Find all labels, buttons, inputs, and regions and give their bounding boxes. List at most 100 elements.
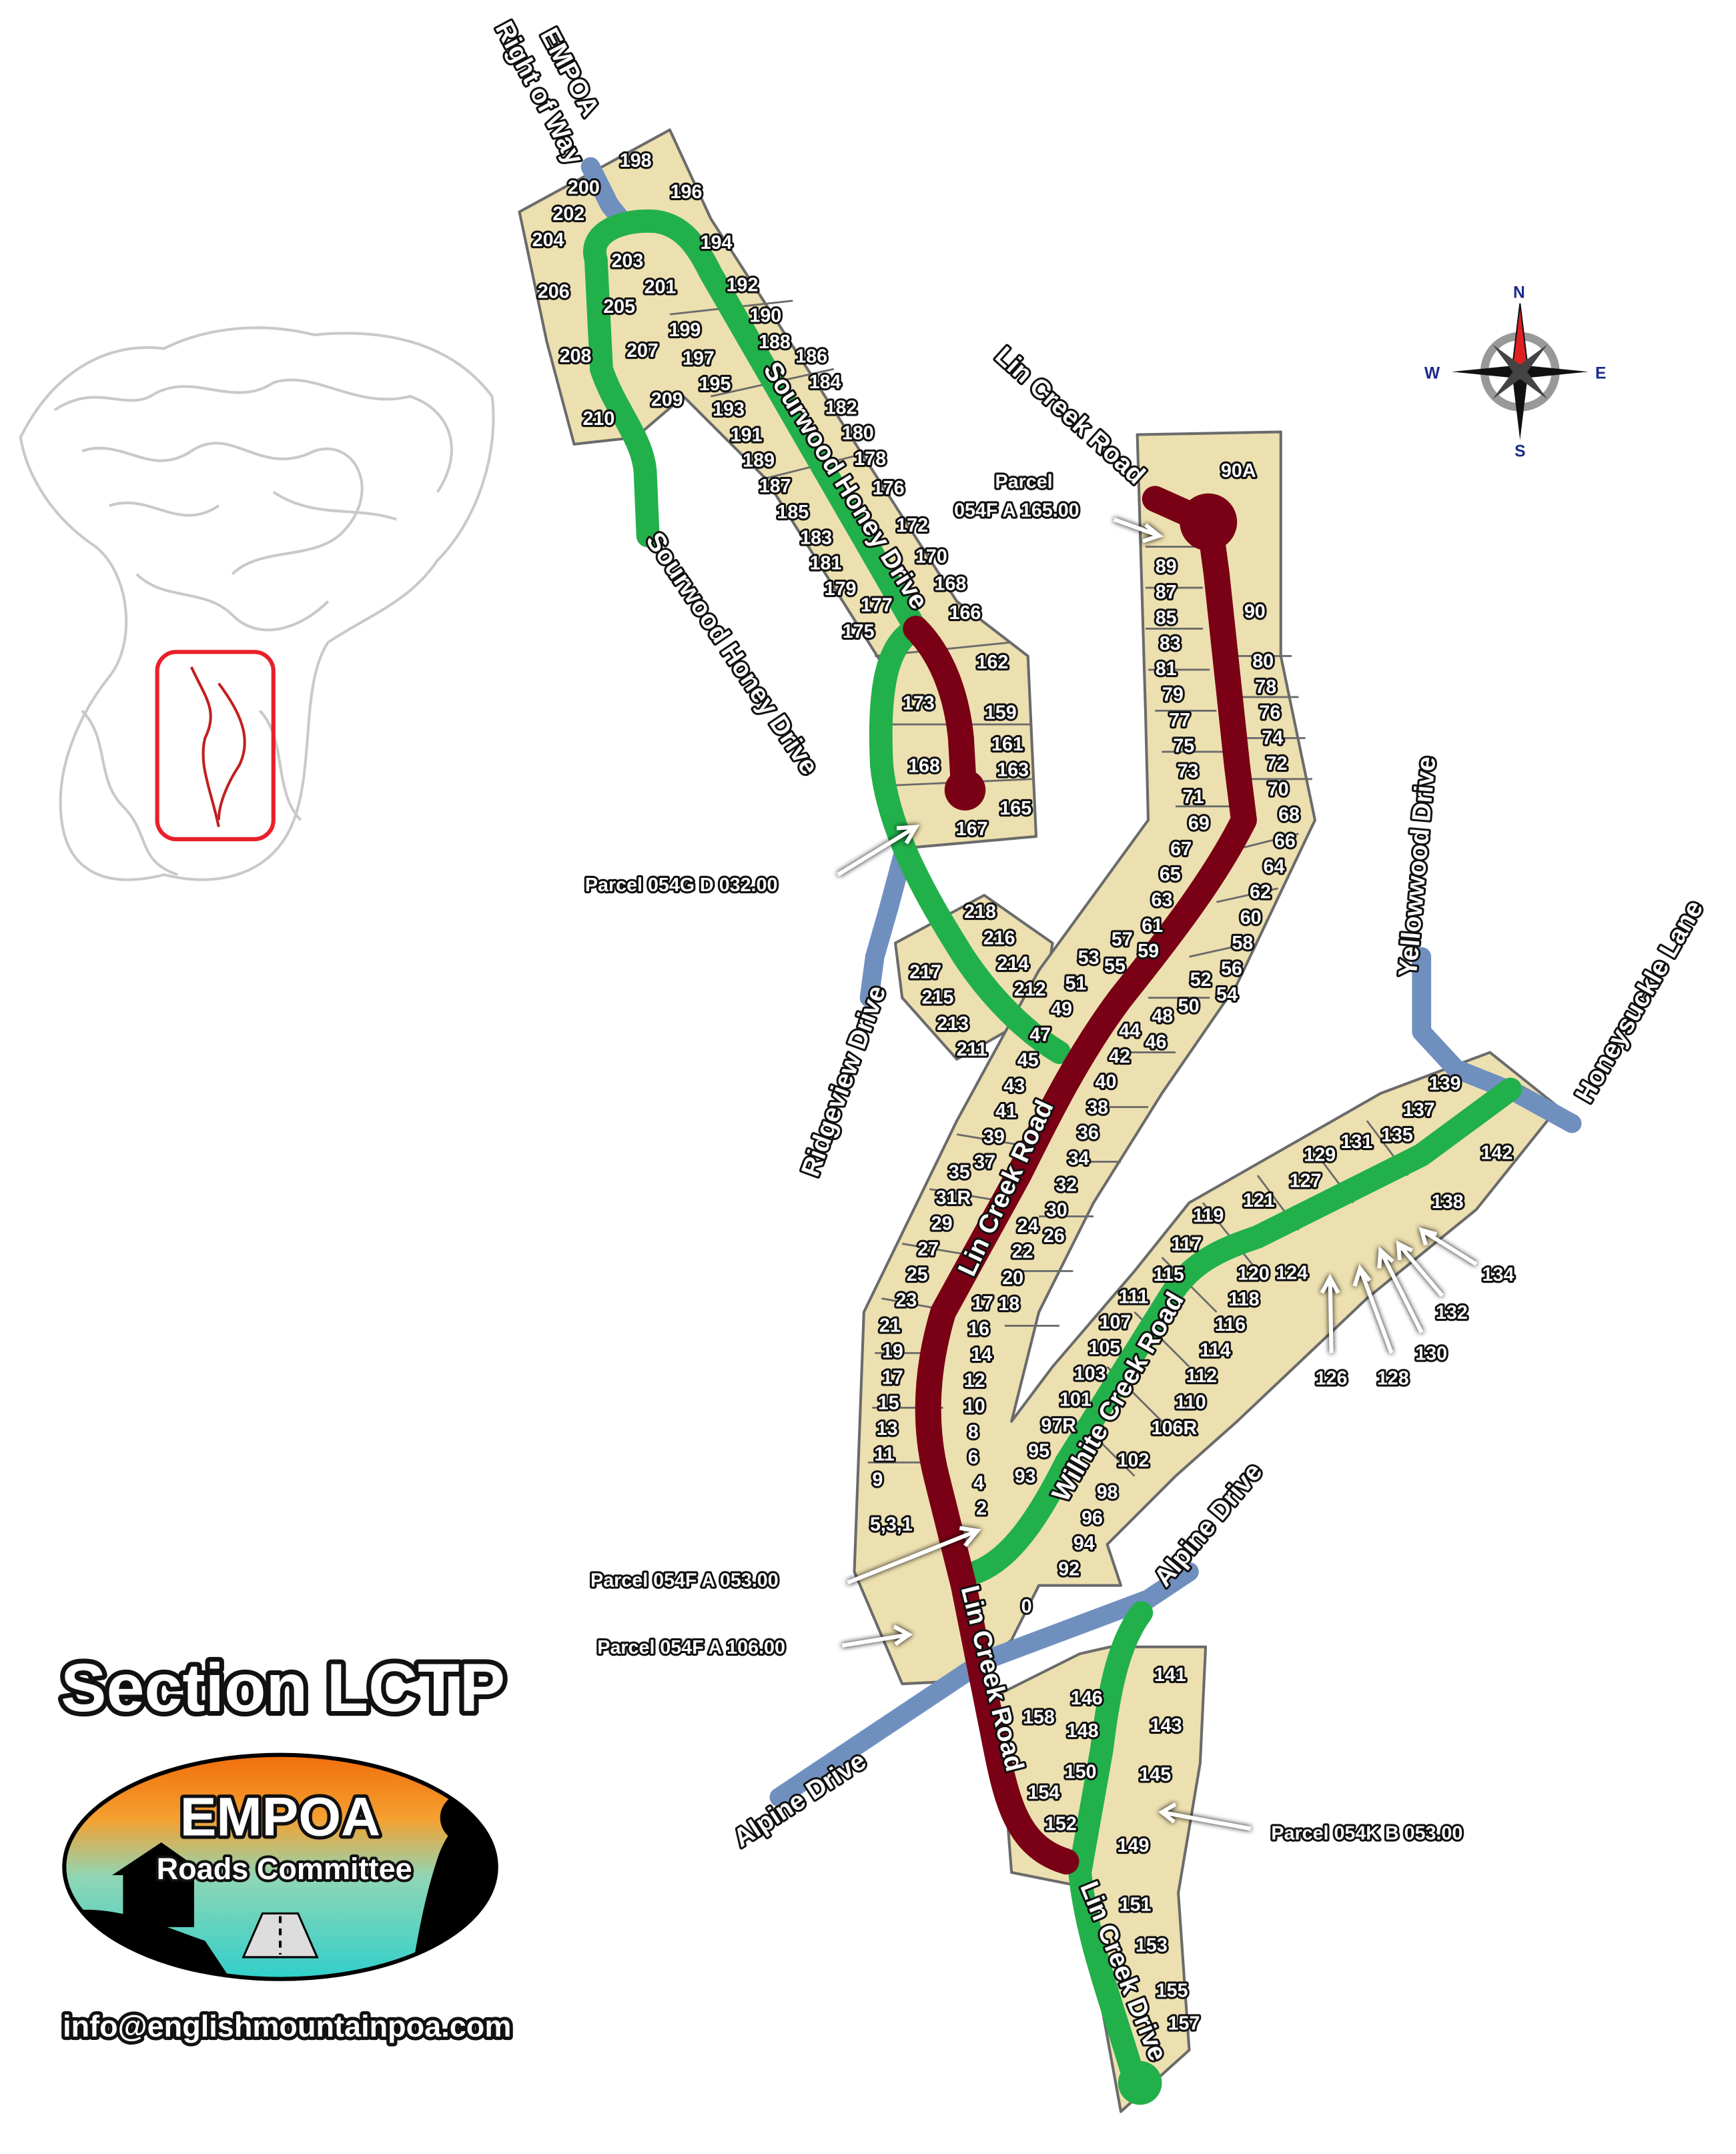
lot-label: 63 [1152, 890, 1173, 911]
road-label-sourwood-west: Sourwood Honey Drive [640, 527, 824, 780]
callout-parcel-054fa106: Parcel 054F A 106.00 [597, 1637, 785, 1658]
lot-label: 210 [582, 408, 614, 430]
lot-label: 89 [1156, 556, 1177, 578]
compass-east: E [1595, 365, 1606, 383]
lot-label: 194 [701, 232, 733, 253]
lot-label: 203 [611, 250, 643, 272]
lot-label: 69 [1188, 813, 1210, 834]
lot-label: 68 [1278, 804, 1300, 826]
lot-label: 9 [872, 1470, 883, 1491]
lot-label: 72 [1266, 753, 1288, 774]
road-label-alpine-west: Alpine Drive [729, 1746, 871, 1853]
lot-label: 66 [1274, 831, 1296, 852]
lot-label: 65 [1160, 864, 1181, 885]
lot-label: 41 [995, 1101, 1017, 1122]
lot-label: 214 [997, 953, 1029, 975]
lot-label: 167 [956, 819, 988, 840]
lot-label: 182 [825, 397, 857, 418]
lot-label: 6 [968, 1447, 979, 1468]
lot-label: 52 [1190, 969, 1212, 991]
lot-label: 5,3,1 [870, 1514, 913, 1536]
lot-label: 56 [1221, 959, 1242, 980]
lot-label: 126 [1316, 1368, 1348, 1389]
lot-label: 191 [731, 424, 763, 446]
lot-label: 40 [1096, 1071, 1117, 1093]
lot-label: 103 [1074, 1363, 1106, 1384]
callout-parcel-054fa053: Parcel 054F A 053.00 [590, 1570, 779, 1592]
lot-label: 142 [1481, 1142, 1513, 1163]
lot-label: 166 [949, 602, 981, 624]
lot-label: 70 [1268, 778, 1289, 800]
lot-label: 151 [1120, 1894, 1152, 1915]
lot-label: 17 [972, 1293, 993, 1314]
lot-label: 45 [1017, 1050, 1039, 1071]
lot-label: 31R [936, 1187, 971, 1209]
lot-label: 24 [1017, 1215, 1039, 1237]
lot-label: 189 [743, 450, 775, 471]
lot-label: 105 [1089, 1337, 1121, 1359]
sourwood-honey-drive [583, 209, 1071, 1065]
lot-label: 13 [877, 1418, 898, 1440]
lot-label: 127 [1290, 1171, 1322, 1192]
lot-label: 79 [1162, 684, 1184, 706]
lot-label: 152 [1045, 1813, 1077, 1834]
lot-label: 90A [1221, 460, 1256, 482]
lot-label: 80 [1252, 650, 1274, 672]
lot-label: 181 [810, 553, 842, 574]
empoa-logo: EMPOA Roads Committee [62, 1752, 498, 1981]
lot-label: 161 [991, 734, 1023, 755]
lot-label: 179 [825, 578, 857, 600]
sourwood-honey-drive-west [584, 247, 660, 548]
lot-label: 110 [1175, 1392, 1206, 1413]
lot-label: 116 [1215, 1314, 1246, 1335]
lot-label: 12 [964, 1370, 985, 1392]
lot-label: 15 [878, 1393, 899, 1414]
section-title: Section LCTP [61, 1649, 505, 1726]
lot-label: 217 [909, 961, 941, 983]
lot-label: 198 [620, 150, 652, 171]
parcel-tracts [518, 128, 1560, 2113]
contact-email[interactable]: info@englishmountainpoa.com [59, 2006, 515, 2047]
sourwood-red-spur [903, 616, 977, 799]
lot-label: 76 [1259, 702, 1280, 723]
lot-label: 200 [568, 177, 600, 199]
arrows [837, 517, 1478, 1831]
lot-label: 211 [957, 1039, 987, 1060]
lot-label: 42 [1109, 1046, 1130, 1067]
lot-label: 190 [749, 306, 781, 327]
yellowwood-drive [1412, 947, 1582, 1133]
lot-label: 154 [1027, 1782, 1059, 1803]
lot-label: 27 [917, 1239, 939, 1260]
lot-label: 168 [935, 573, 967, 594]
lot-label: 206 [538, 282, 570, 303]
lot-label: 25 [907, 1264, 928, 1285]
lot-label: 77 [1169, 710, 1190, 731]
callout-parcel-054fa165-line1: Parcel [995, 471, 1053, 492]
wilhite-creek-road [965, 1077, 1523, 1584]
lot-label: 209 [651, 390, 683, 411]
lot-label: 187 [759, 476, 791, 497]
lot-label: 208 [560, 346, 592, 367]
spur-cul-de-sac [944, 769, 986, 811]
lot-label: 176 [873, 478, 905, 499]
lot-label: 8 [968, 1422, 979, 1443]
lot-label: 162 [977, 652, 1009, 673]
lot-label: 61 [1142, 915, 1163, 937]
lot-label: 195 [699, 374, 731, 395]
lot-label: 59 [1138, 941, 1159, 962]
lot-label: 183 [800, 527, 832, 548]
lot-label: 87 [1156, 582, 1177, 603]
lot-label: 74 [1262, 728, 1283, 749]
lot-label: 20 [1002, 1267, 1023, 1289]
lot-label: 92 [1058, 1559, 1079, 1580]
lot-label: 51 [1065, 973, 1086, 995]
lin-creek-drive [1068, 1601, 1154, 2092]
lot-label: 186 [795, 346, 827, 368]
lot-label: 73 [1177, 761, 1198, 782]
lot-label: 21 [879, 1315, 901, 1337]
lot-label: 178 [854, 448, 886, 470]
lot-label: 90 [1244, 601, 1266, 622]
lot-label: 165 [999, 798, 1031, 819]
lot-label: 135 [1381, 1125, 1413, 1146]
